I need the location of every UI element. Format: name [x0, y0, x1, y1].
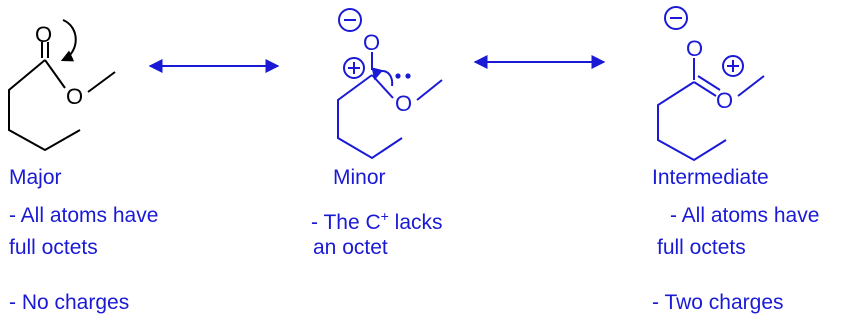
- ring-oxygen: O: [395, 91, 412, 116]
- label-minor-title: Minor: [333, 166, 386, 189]
- curved-arrow-icon: [371, 67, 394, 87]
- ring-bonds: [657, 81, 727, 162]
- ring-bonds: [337, 74, 403, 160]
- methyl-bond: [737, 75, 765, 97]
- methyl-bond: [416, 79, 443, 101]
- lone-pair-dot: [395, 73, 401, 79]
- plus-charge-icon: [722, 55, 744, 77]
- label-intermediate-note-3: - Two charges: [652, 291, 784, 314]
- minus-charge-icon: [338, 8, 362, 32]
- ring-bonds: [8, 59, 81, 152]
- label-minor-note-1: - The C+ lacks: [311, 204, 443, 235]
- note-superscript: +: [380, 208, 389, 224]
- label-minor-note-2: an octet: [313, 236, 388, 259]
- label-major-note-3: - No charges: [9, 291, 130, 314]
- c-o-double-bond: [693, 81, 717, 97]
- label-major-note-1: - All atoms have: [9, 204, 159, 227]
- lone-pair-dot: [405, 73, 411, 79]
- label-major-note-2: full octets: [9, 236, 98, 259]
- label-intermediate-note-1: - All atoms have: [670, 204, 820, 227]
- oxide-oxygen: O: [686, 36, 703, 61]
- label-intermediate-title: Intermediate: [652, 166, 769, 189]
- carbonyl-oxygen: O: [35, 22, 52, 47]
- minus-charge-icon: [664, 6, 688, 30]
- note-suffix: lacks: [388, 211, 443, 234]
- methyl-bond: [87, 71, 116, 93]
- curved-arrow-icon: [60, 19, 77, 62]
- ring-oxygen: O: [66, 84, 83, 109]
- plus-charge-icon: [343, 57, 365, 79]
- note-prefix: - The C: [311, 211, 381, 234]
- oxide-oxygen: O: [363, 30, 380, 55]
- structure-intermediate: [657, 6, 765, 162]
- structure-major: [8, 19, 116, 152]
- structure-minor: [337, 8, 443, 160]
- ring-oxygen: O: [716, 88, 733, 113]
- label-major-title: Major: [9, 166, 62, 189]
- label-intermediate-note-2: full octets: [657, 236, 746, 259]
